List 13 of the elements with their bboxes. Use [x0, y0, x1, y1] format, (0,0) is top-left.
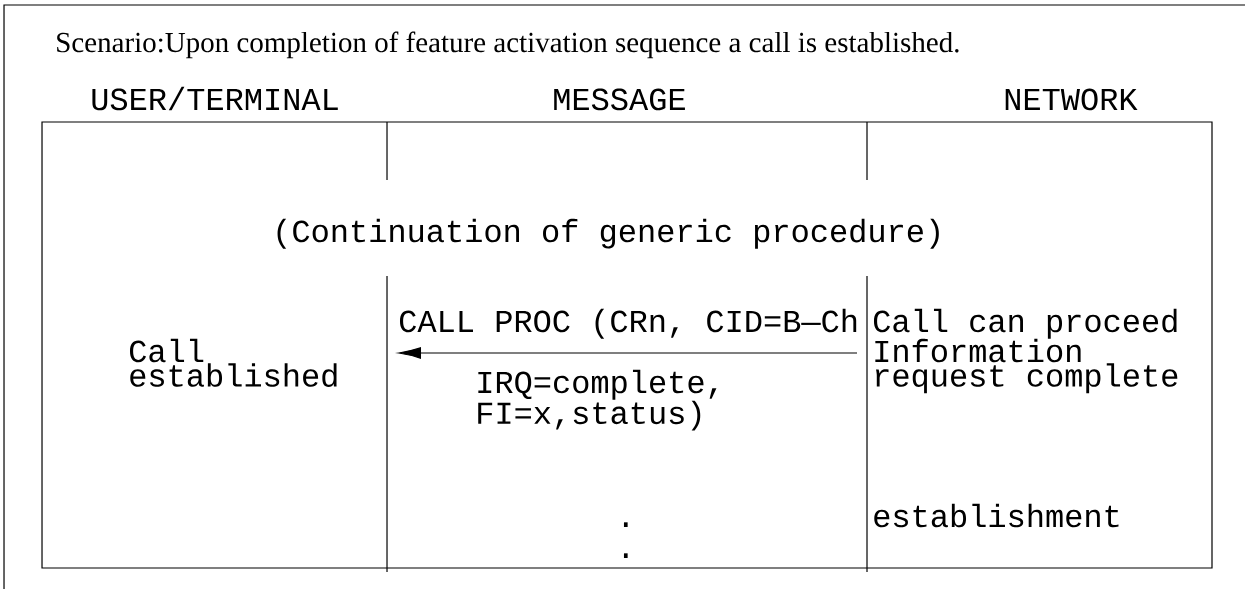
column-heading: MESSAGE — [554, 88, 685, 111]
scenario-text: Scenario:Upon completion of feature activation sequence a call is established. — [57, 31, 959, 59]
continuation-dot: . — [623, 522, 628, 527]
message-label: IRQ=complete, FI=x,status) — [478, 369, 717, 431]
state-text: Information request complete — [875, 338, 1178, 394]
message-label: CALL PROC (CRn, CID=B—Ch — [400, 308, 857, 339]
column-heading: USER/TERMINAL — [92, 86, 338, 111]
state-text: establishment — [874, 503, 1119, 528]
state-text: Call established — [130, 338, 337, 387]
state-text: Call can proceed — [874, 308, 1177, 339]
section-text: (Continuation of generic procedure) — [277, 218, 939, 249]
column-heading: NETWORK — [1005, 88, 1138, 111]
continuation-dot: . — [623, 553, 628, 558]
